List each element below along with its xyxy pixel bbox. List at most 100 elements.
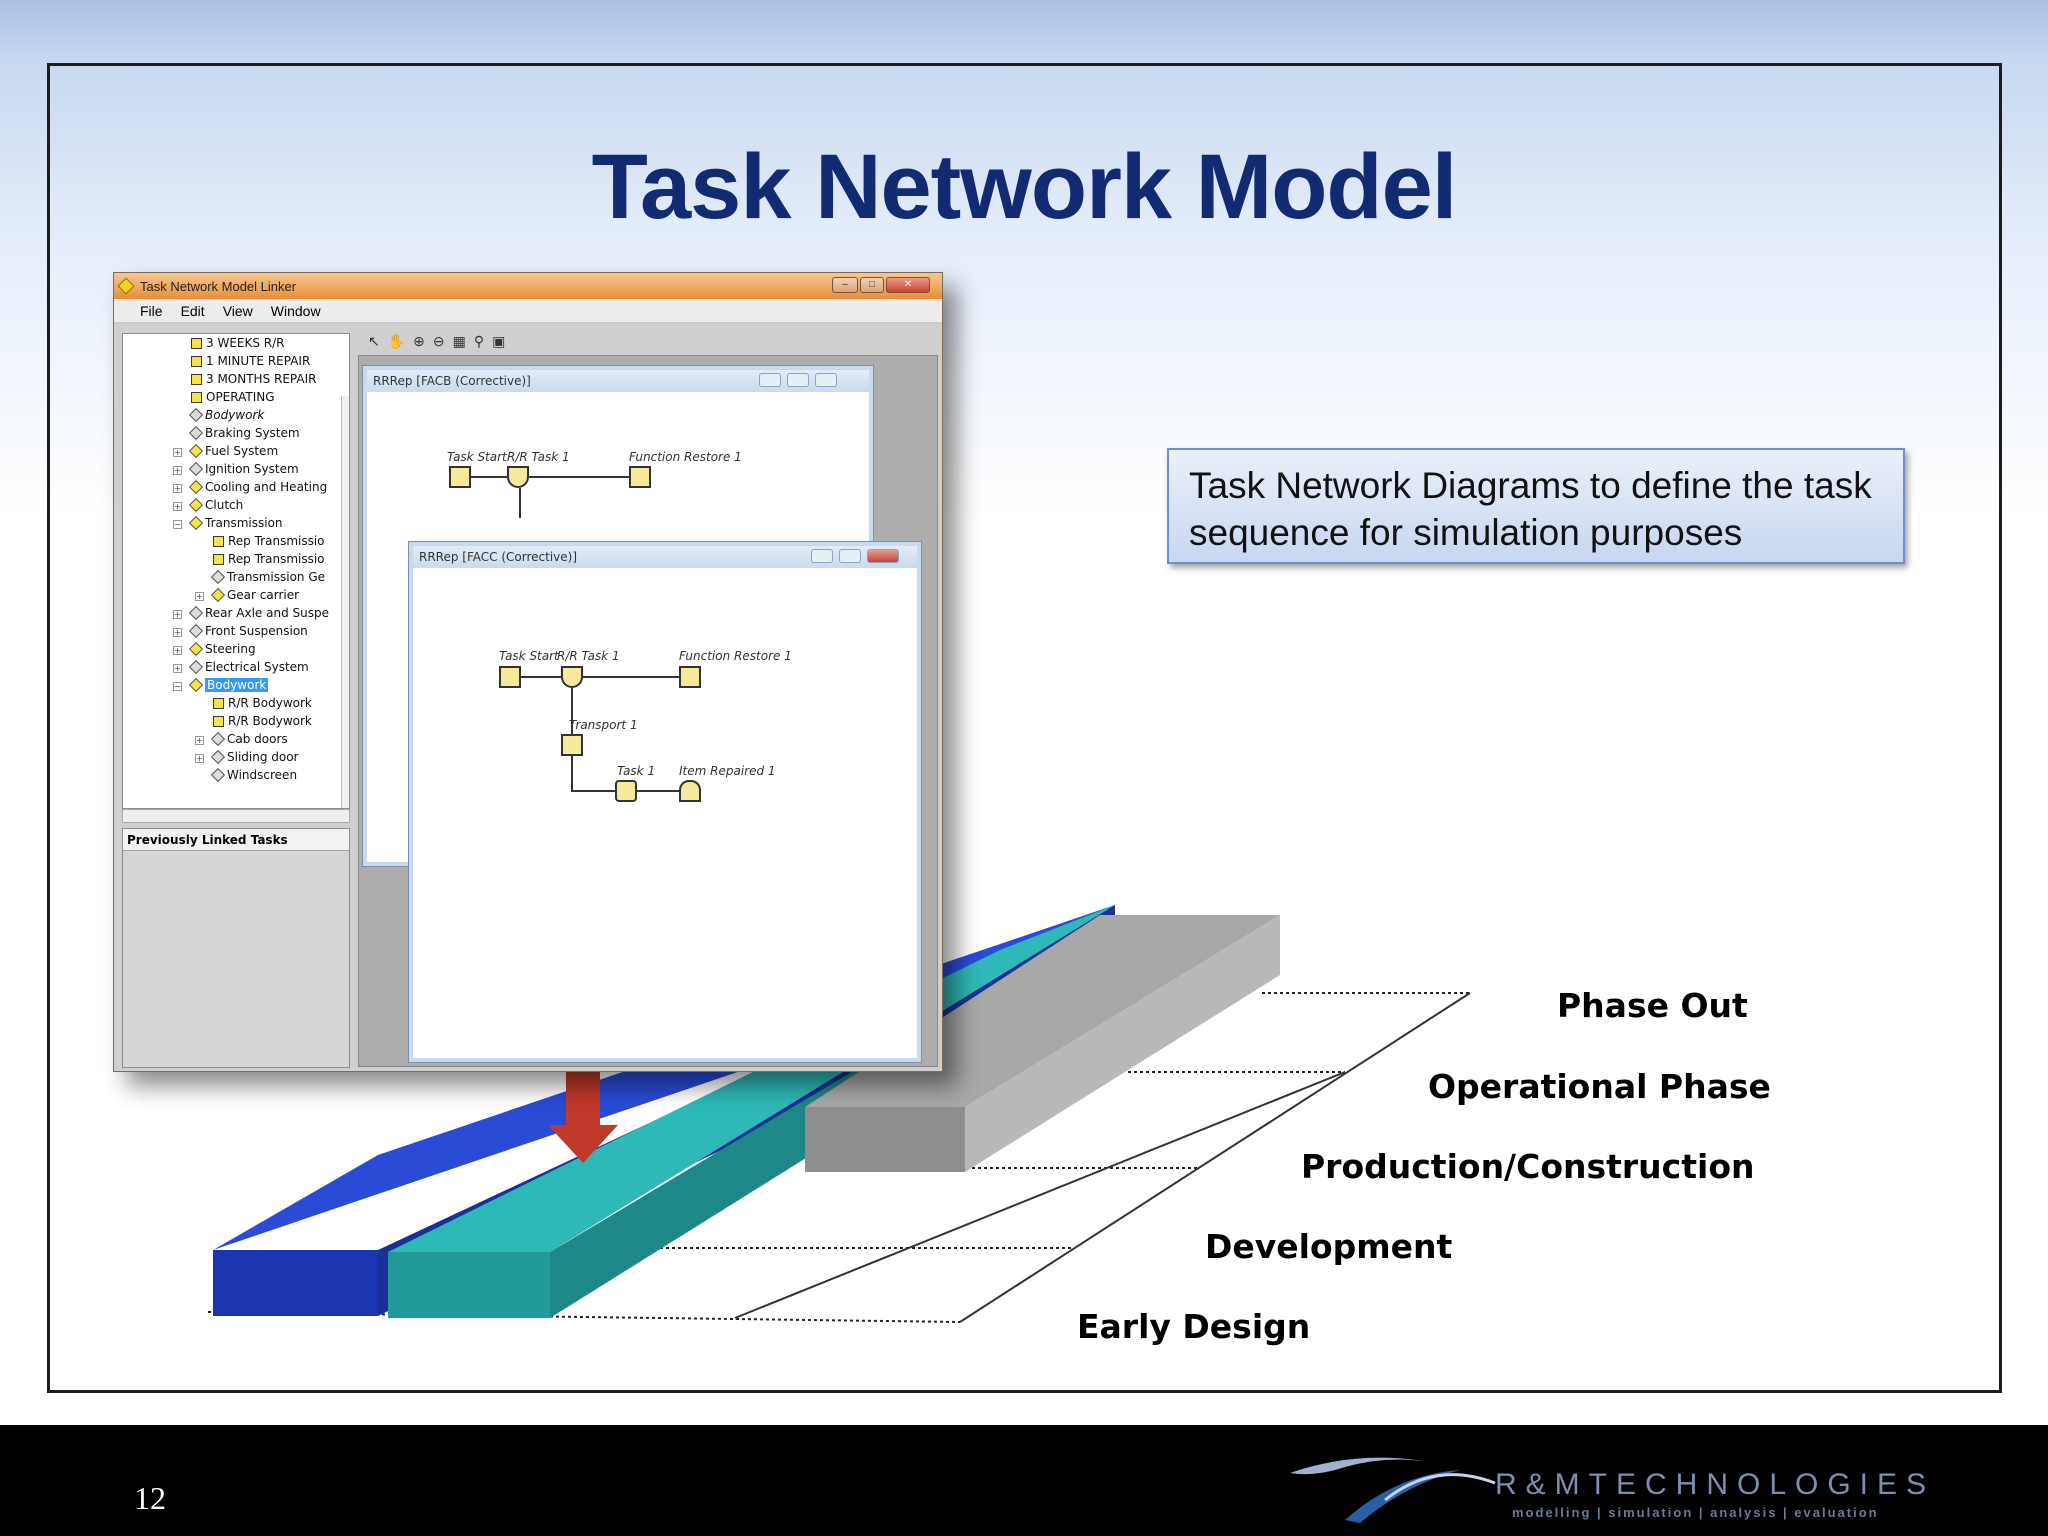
diamond-icon — [188, 641, 204, 657]
menu-window[interactable]: Window — [270, 302, 321, 319]
tree-item[interactable]: 3 WEEKS R/R — [191, 336, 285, 350]
minimize-icon[interactable] — [811, 549, 833, 563]
expand-icon[interactable]: + — [173, 466, 182, 475]
connector — [529, 476, 629, 478]
tree-item[interactable]: R/R Bodywork — [213, 714, 312, 728]
expand-icon[interactable]: + — [173, 484, 182, 493]
maximize-icon[interactable] — [839, 549, 861, 563]
tree-vertical-scrollbar[interactable] — [341, 396, 349, 808]
task-square-icon — [191, 337, 202, 349]
phase-label-production: Production/Construction — [1301, 1147, 1755, 1186]
diamond-icon — [210, 587, 226, 603]
tree-item[interactable]: Rep Transmissio — [213, 534, 325, 548]
tree-item[interactable]: Front Suspension — [188, 623, 308, 639]
tree-item[interactable]: Bodywork — [188, 407, 264, 423]
task-node[interactable] — [507, 466, 529, 488]
tree-item[interactable]: Transmission — [188, 515, 283, 531]
close-icon[interactable] — [867, 549, 899, 563]
window-titlebar[interactable]: Task Network Model Linker – □ ✕ — [114, 273, 942, 299]
tree-item[interactable]: Transmission Ge — [210, 569, 325, 585]
tree-item[interactable]: 3 MONTHS REPAIR — [191, 372, 316, 386]
diamond-icon — [188, 497, 204, 513]
item-repaired-node[interactable] — [679, 780, 701, 802]
diamond-icon — [210, 731, 226, 747]
binoculars-icon[interactable]: ⚲ — [473, 332, 485, 349]
phase-label-operational: Operational Phase — [1428, 1067, 1771, 1106]
menu-view[interactable]: View — [222, 302, 253, 319]
tree-item[interactable]: Clutch — [188, 497, 243, 513]
diamond-icon — [188, 677, 204, 693]
zoom-out-icon[interactable]: ⊖ — [432, 332, 445, 349]
tree-item-selected[interactable]: Bodywork — [188, 677, 269, 693]
task-start-node[interactable] — [499, 666, 521, 688]
expand-icon[interactable]: + — [195, 592, 204, 601]
diagram-window-facc: RRRep [FACC (Corrective)] Task Start R/R… — [409, 542, 921, 1062]
expand-icon[interactable]: + — [173, 610, 182, 619]
diagram-window-title[interactable]: RRRep [FACC (Corrective)] — [413, 546, 917, 568]
tree-item[interactable]: Sliding door — [210, 749, 299, 765]
task-start-node[interactable] — [449, 466, 471, 488]
node-label: Task Start — [499, 649, 559, 663]
menu-edit[interactable]: Edit — [180, 302, 205, 319]
expand-icon[interactable]: + — [173, 448, 182, 457]
function-restore-node[interactable] — [629, 466, 651, 488]
task-node[interactable] — [615, 780, 637, 802]
diagram-window-title[interactable]: RRRep [FACB (Corrective)] — [367, 370, 869, 392]
collapse-icon[interactable]: − — [173, 520, 182, 529]
tree-item[interactable]: Braking System — [188, 425, 300, 441]
menu-bar: File Edit View Window — [114, 299, 942, 323]
task-square-icon — [213, 697, 224, 709]
expand-icon[interactable]: + — [195, 754, 204, 763]
window-icon[interactable]: ▣ — [492, 332, 506, 349]
expand-icon[interactable]: + — [195, 736, 204, 745]
menu-file[interactable]: File — [140, 302, 163, 319]
transport-node[interactable] — [561, 734, 583, 756]
maximize-icon[interactable]: □ — [860, 277, 884, 293]
tree-item[interactable]: Cab doors — [210, 731, 288, 747]
task-square-icon — [213, 535, 224, 547]
zoom-in-icon[interactable]: ⊕ — [413, 332, 425, 349]
phase-diagonals — [734, 992, 1471, 1323]
node-label: Item Repaired 1 — [679, 764, 776, 778]
model-tree[interactable]: 3 WEEKS R/R 1 MINUTE REPAIR 3 MONTHS REP… — [122, 333, 350, 809]
close-icon[interactable]: ✕ — [886, 277, 930, 293]
tree-item[interactable]: Windscreen — [210, 767, 297, 783]
diamond-icon — [210, 767, 226, 783]
task-node[interactable] — [561, 666, 583, 688]
minimize-icon[interactable]: – — [832, 277, 858, 293]
task-square-icon — [191, 391, 202, 403]
tree-item[interactable]: Ignition System — [188, 461, 299, 477]
pointer-icon[interactable]: ↖ — [368, 332, 380, 349]
tree-item[interactable]: Rep Transmissio — [213, 552, 325, 566]
close-icon[interactable] — [815, 373, 837, 387]
collapse-icon[interactable]: − — [173, 682, 182, 691]
expand-icon[interactable]: + — [173, 628, 182, 637]
tree-item[interactable]: Fuel System — [188, 443, 278, 459]
minimize-icon[interactable] — [759, 373, 781, 387]
function-restore-node[interactable] — [679, 666, 701, 688]
expand-icon[interactable]: + — [173, 646, 182, 655]
expand-icon[interactable]: + — [173, 664, 182, 673]
tree-horizontal-scrollbar[interactable] — [122, 809, 350, 823]
diamond-icon — [188, 605, 204, 621]
tree-item[interactable]: Cooling and Heating — [188, 479, 327, 495]
hand-icon[interactable]: ✋ — [387, 332, 406, 349]
connector — [571, 790, 615, 792]
maximize-icon[interactable] — [787, 373, 809, 387]
tree-item[interactable]: OPERATING — [191, 390, 275, 404]
node-label: Function Restore 1 — [679, 649, 792, 663]
tree-item[interactable]: R/R Bodywork — [213, 696, 312, 710]
task-square-icon — [213, 715, 224, 727]
tree-item[interactable]: 1 MINUTE REPAIR — [191, 354, 310, 368]
node-label: R/R Task 1 — [507, 450, 570, 464]
connector — [471, 476, 507, 478]
tree-item[interactable]: Gear carrier — [210, 587, 299, 603]
tree-item[interactable]: Rear Axle and Suspe — [188, 605, 329, 621]
tree-item[interactable]: Steering — [188, 641, 256, 657]
company-logo-swoosh-icon — [1290, 1457, 1496, 1523]
grid-icon[interactable]: ▦ — [452, 332, 466, 349]
task-network-linker-window: Task Network Model Linker – □ ✕ File Edi… — [113, 272, 943, 1072]
tree-item[interactable]: Electrical System — [188, 659, 309, 675]
expand-icon[interactable]: + — [173, 502, 182, 511]
linked-tasks-header: Previously Linked Tasks — [123, 829, 349, 851]
